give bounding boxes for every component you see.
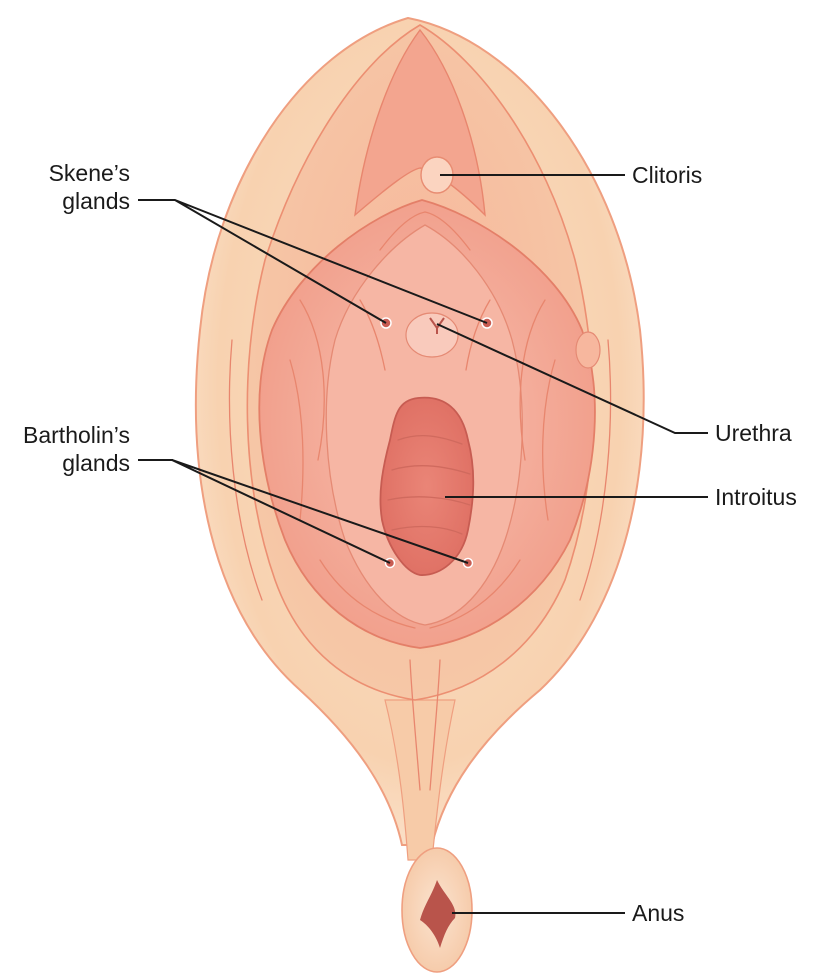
anus-label: Anus (632, 900, 684, 926)
fold-nodule-shape (575, 331, 601, 369)
introitus-folds (387, 435, 471, 535)
leader-lines (138, 174, 708, 914)
bartholins-glands-label-line2: glands (62, 450, 130, 476)
fold-contours (228, 211, 612, 791)
skenes-glands-label-line1: Skene’s (49, 160, 130, 186)
urethral-mound-shape (405, 312, 459, 358)
clitoris-label: Clitoris (632, 162, 702, 188)
urethral-opening-shape (429, 317, 445, 334)
introitus-shape (379, 396, 475, 576)
urethra-leader-line (436, 323, 708, 434)
skenes-leader-line (138, 199, 488, 324)
introitus-label: Introitus (715, 484, 797, 510)
anal-opening-shape (420, 880, 456, 948)
bartholins-glands-label-line1: Bartholin’s (23, 422, 130, 448)
skenes-glands-label-line2: glands (62, 188, 130, 214)
urethra-label: Urethra (715, 420, 792, 446)
bartholins-leader-line (138, 459, 469, 564)
